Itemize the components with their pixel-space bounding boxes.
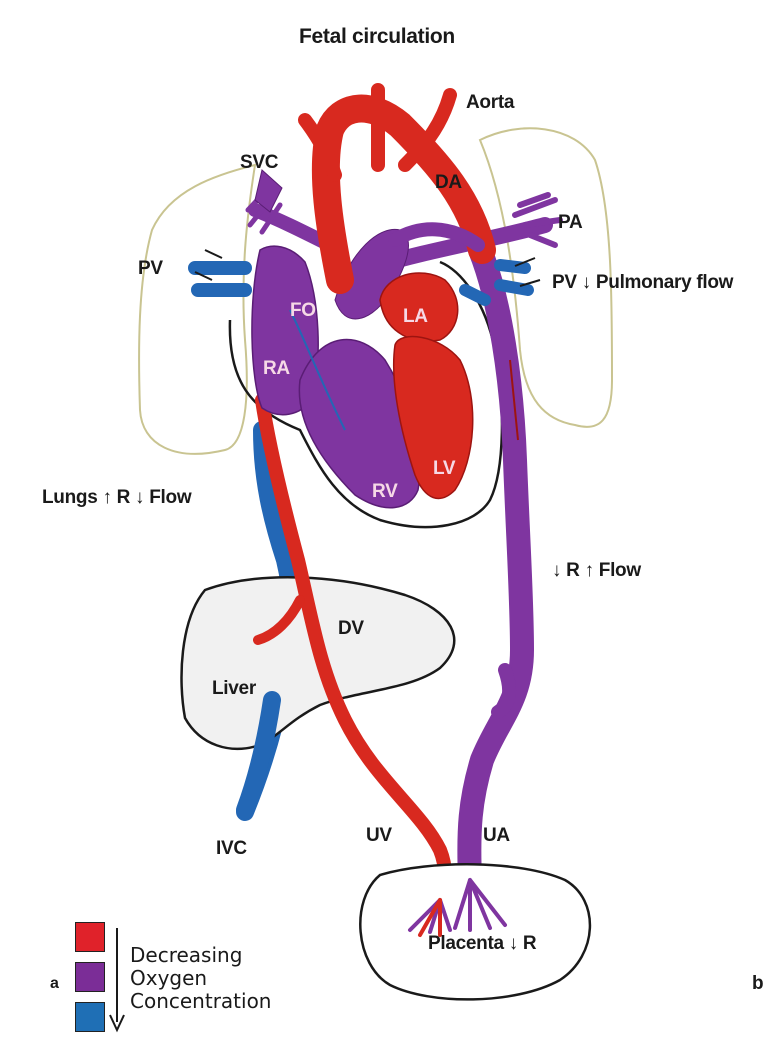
panel-label-a: a — [50, 975, 59, 992]
label-da: DA — [435, 172, 462, 193]
left-lung — [138, 163, 257, 455]
legend-swatch-purple — [75, 962, 105, 992]
ductus-arteriosus — [388, 222, 485, 252]
ivc-lower — [236, 691, 281, 819]
label-fo: FO — [290, 300, 316, 321]
left-atrium — [379, 272, 459, 342]
legend-line-2: Oxygen — [130, 966, 208, 990]
placenta-vessels — [408, 878, 507, 934]
aortic-branch-1 — [298, 113, 342, 182]
placenta-outline — [359, 863, 592, 1001]
label-uv: UV — [366, 825, 392, 846]
legend-line-1: Decreasing — [130, 943, 243, 967]
pulmonary-veins-left — [188, 261, 252, 297]
ua-branch-right — [491, 663, 517, 719]
svc-vessel — [254, 169, 283, 213]
pulmonary-artery-branches — [512, 192, 563, 248]
flow-arrow-pv-right — [514, 257, 541, 287]
label-ivc: IVC — [216, 838, 247, 859]
dv-branch — [253, 595, 305, 645]
main-pulmonary-trunk — [334, 228, 409, 320]
label-lungs: Lungs ↑ R ↓ Flow — [42, 487, 192, 508]
label-la: LA — [403, 306, 428, 327]
flow-arrow-ra-rv — [289, 309, 346, 431]
flow-arrow-pv-left — [194, 249, 223, 281]
label-liver: Liver — [212, 678, 256, 699]
label-aorta: Aorta — [466, 92, 515, 113]
legend-arrowhead — [109, 1014, 125, 1033]
label-dv: DV — [338, 618, 364, 639]
aortic-branch-3 — [398, 88, 457, 172]
placenta-red-vessels — [418, 898, 442, 937]
legend-swatch-blue — [75, 1002, 105, 1032]
label-pa: PA — [558, 212, 583, 233]
legend-line-3: Concentration — [130, 989, 272, 1013]
right-lung — [478, 127, 614, 428]
umbilical-vein — [255, 393, 452, 907]
label-ra: RA — [263, 358, 290, 379]
label-placenta: Placenta ↓ R — [428, 933, 537, 954]
panel-label-b: b — [752, 973, 764, 994]
label-pv-left: PV — [138, 258, 163, 279]
label-ua: UA — [483, 825, 510, 846]
label-rv: RV — [372, 481, 398, 502]
flow-arrow-descending — [509, 359, 519, 441]
descending-aorta — [457, 238, 535, 892]
label-systemic-flow: ↓ R ↑ Flow — [552, 560, 641, 581]
label-svc: SVC — [240, 152, 279, 173]
left-ventricle — [392, 335, 474, 500]
label-pv-pulmonary-flow: PV ↓ Pulmonary flow — [552, 272, 734, 293]
label-lv: LV — [433, 458, 456, 479]
aortic-arch — [311, 94, 496, 294]
legend-text: Decreasing Oxygen Concentration — [130, 944, 271, 1013]
legend-swatch-red — [75, 922, 105, 952]
right-ventricle — [298, 338, 421, 509]
diagram-title: Fetal circulation — [299, 25, 455, 48]
pulmonary-veins-right — [459, 259, 534, 306]
